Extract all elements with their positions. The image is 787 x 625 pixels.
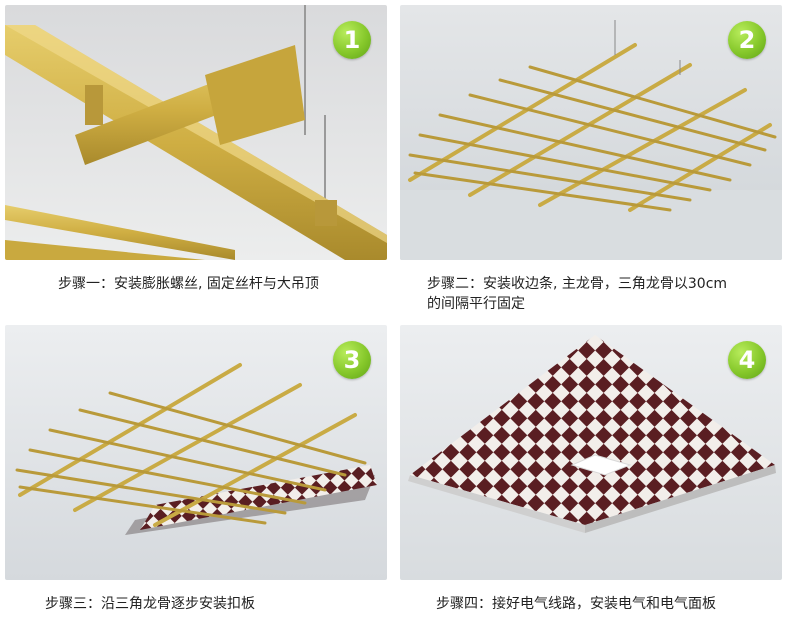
step-1-image: 1 <box>5 5 387 260</box>
step-1-number-badge: 1 <box>333 21 371 59</box>
step-3-number-badge: 3 <box>333 341 371 379</box>
step-3-caption-line-1: 步骤三：沿三角龙骨逐步安装扣板 <box>45 596 255 612</box>
step-1-caption: 步骤一：安装膨胀螺丝, 固定丝杆与大吊顶 <box>58 274 319 294</box>
step-2-caption: 步骤二：安装收边条, 主龙骨，三角龙骨以30cm 的间隔平行固定 <box>427 274 727 314</box>
step-4-image: 4 <box>400 325 782 580</box>
step-1-caption-line-1: 步骤一：安装膨胀螺丝, 固定丝杆与大吊顶 <box>58 276 319 292</box>
step-3-caption: 步骤三：沿三角龙骨逐步安装扣板 <box>45 594 255 614</box>
step-2-caption-line-1: 步骤二：安装收边条, 主龙骨，三角龙骨以30cm <box>427 276 728 292</box>
step-2-number-badge: 2 <box>728 21 766 59</box>
step-4-caption-line-1: 步骤四：接好电气线路，安装电气和电气面板 <box>436 596 716 612</box>
step-2-caption-line-2: 的间隔平行固定 <box>427 296 525 312</box>
step-4-caption: 步骤四：接好电气线路，安装电气和电气面板 <box>436 594 716 614</box>
step-4-number-badge: 4 <box>728 341 766 379</box>
step-2-image: 2 <box>400 5 782 260</box>
step-3-image: 3 <box>5 325 387 580</box>
